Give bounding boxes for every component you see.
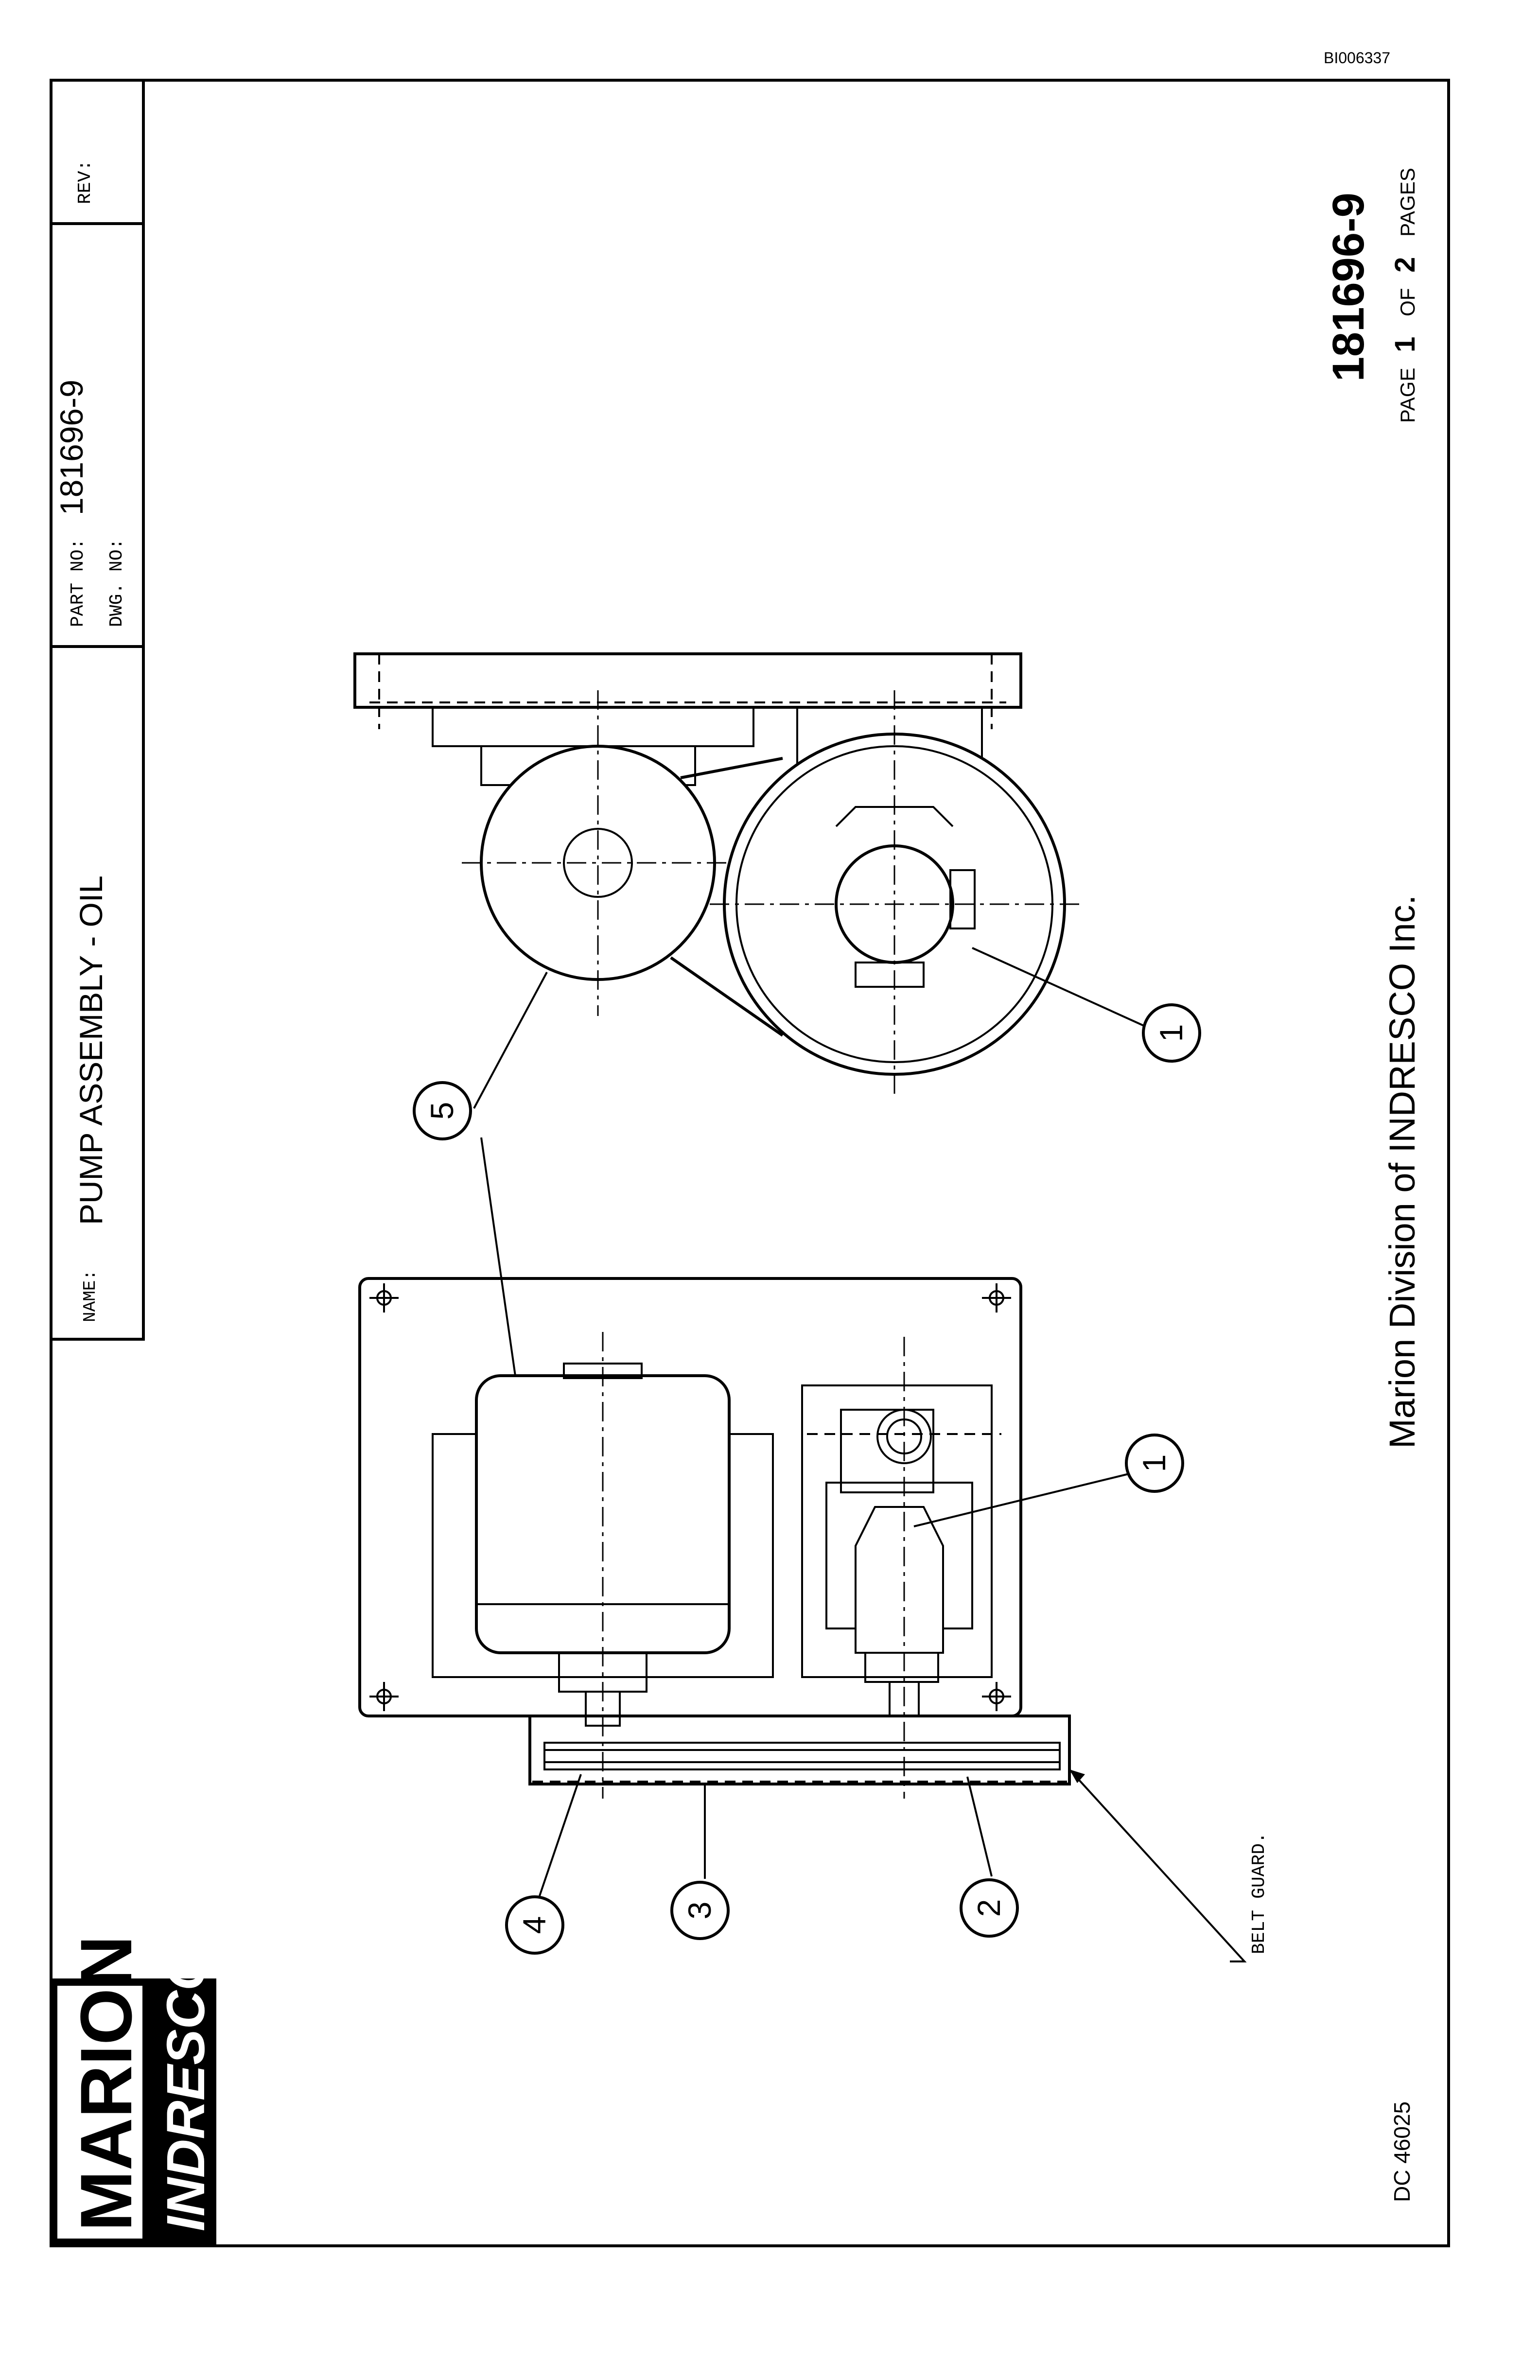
company-name: Marion Division of INDRESCO Inc. bbox=[1382, 895, 1422, 1449]
svg-text:5: 5 bbox=[424, 1102, 460, 1120]
name-value: PUMP ASSEMBLY - OIL bbox=[73, 875, 109, 1225]
logo-indresco: INDRESCO bbox=[156, 1949, 216, 2231]
belt-guard bbox=[528, 1715, 1071, 1785]
bolt-hole bbox=[982, 1682, 1011, 1711]
part-no-value: 181696-9 bbox=[53, 380, 89, 515]
callout-1-side: 1 bbox=[1142, 1003, 1201, 1063]
doc-id: BI006337 bbox=[1324, 49, 1390, 67]
svg-text:3: 3 bbox=[682, 1902, 718, 1920]
of-word: OF bbox=[1396, 288, 1419, 316]
rev-cell: REV: bbox=[75, 160, 96, 204]
rev-label: REV: bbox=[75, 160, 96, 204]
bolt-hole bbox=[982, 1283, 1011, 1312]
bolt-hole bbox=[369, 1682, 399, 1711]
leader-lines bbox=[473, 947, 1247, 1962]
marion-logo: MARION INDRESCO bbox=[51, 1936, 216, 2246]
svg-text:BELT GUARD.: BELT GUARD. bbox=[1249, 1832, 1270, 1954]
form-number: DC 46025 bbox=[1389, 2101, 1415, 2202]
svg-text:2: 2 bbox=[971, 1899, 1007, 1917]
callout-2: 2 bbox=[960, 1878, 1019, 1938]
svg-text:4: 4 bbox=[516, 1916, 552, 1934]
page-word: PAGE bbox=[1396, 368, 1419, 423]
bolt-hole bbox=[369, 1283, 399, 1312]
svg-text:1: 1 bbox=[1153, 1024, 1189, 1042]
name-cell: NAME: PUMP ASSEMBLY - OIL bbox=[73, 875, 109, 1322]
part-no-cell: PART NO: 181696-9 DWG. NO: bbox=[53, 380, 127, 627]
dwg-no-label: DWG. NO: bbox=[106, 539, 127, 627]
page-count: PAGE 1 OF 2 PAGES bbox=[1389, 168, 1421, 423]
callout-5: 5 bbox=[413, 1081, 472, 1140]
sheet-border bbox=[50, 79, 1450, 2247]
callout-1-top: 1 bbox=[1125, 1434, 1184, 1493]
svg-text:1: 1 bbox=[1136, 1454, 1172, 1472]
page-current: 1 bbox=[1389, 336, 1421, 352]
belt bbox=[670, 757, 784, 1037]
frame-plate bbox=[353, 652, 1022, 709]
callout-3: 3 bbox=[670, 1881, 730, 1940]
top-view bbox=[358, 1277, 1071, 1799]
belt-guard-label: BELT GUARD. bbox=[1249, 1832, 1270, 1954]
logo-marion: MARION bbox=[65, 1936, 147, 2231]
pages-word: PAGES bbox=[1396, 168, 1419, 237]
part-no-label: PART NO: bbox=[68, 539, 88, 627]
page-total: 2 bbox=[1389, 257, 1421, 273]
callout-4: 4 bbox=[505, 1895, 564, 1955]
title-block bbox=[50, 79, 145, 1341]
svg-text:181696-9: 181696-9 bbox=[1324, 192, 1373, 382]
svg-text:PAGE 1 OF 2: PAGE 1 OF 2 PAGES bbox=[1389, 168, 1421, 423]
name-label: NAME: bbox=[80, 1270, 100, 1322]
side-view bbox=[353, 652, 1084, 1094]
footer-part-number: 181696-9 bbox=[1324, 192, 1373, 382]
